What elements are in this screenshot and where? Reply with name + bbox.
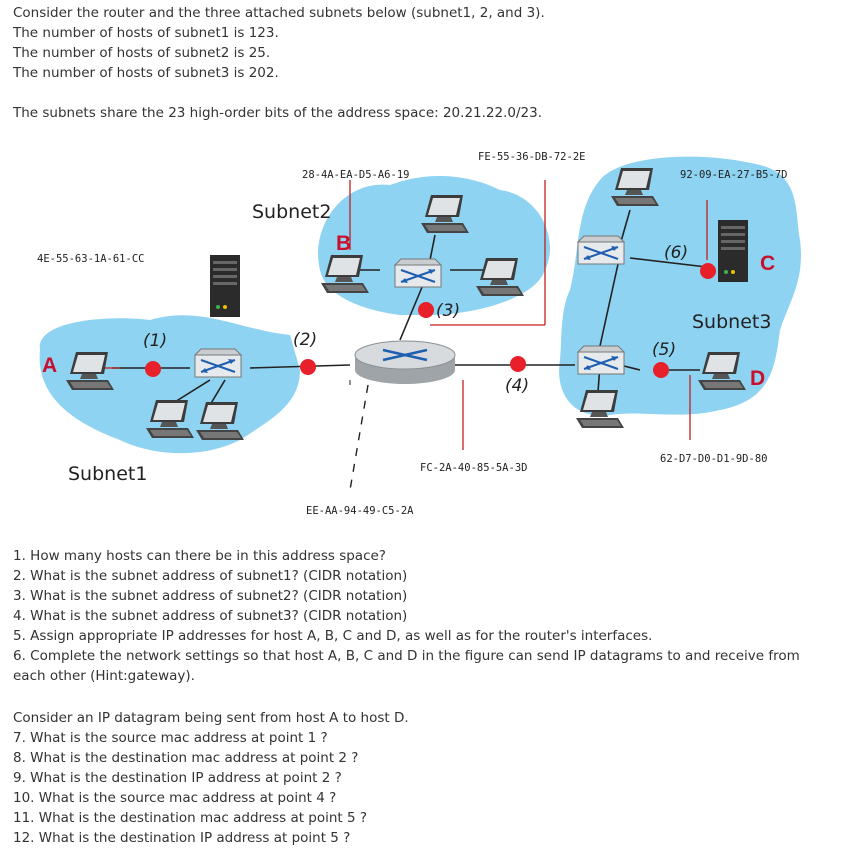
- mac-router-if3: FE-55-36-DB-72-2E: [478, 151, 585, 163]
- question-3: 3. What is the subnet address of subnet2…: [13, 588, 408, 604]
- intro-line-4: The number of hosts of subnet3 is 202.: [13, 65, 279, 81]
- subnet3-upper-switch-icon: [577, 235, 625, 265]
- point-2-marker: [300, 359, 316, 375]
- measurement-points: [145, 263, 716, 378]
- point-5-marker: [653, 362, 669, 378]
- intro-line-1: Consider the router and the three attach…: [13, 5, 545, 21]
- question-7: 7. What is the source mac address at poi…: [13, 730, 328, 746]
- question-1: 1. How many hosts can there be in this a…: [13, 548, 386, 564]
- mac-host-c: 92-09-EA-27-B5-7D: [680, 169, 787, 181]
- point-4-label: (4): [505, 376, 529, 396]
- intro-line-5: The subnets share the 23 high-order bits…: [13, 105, 542, 121]
- subnet3-label: Subnet3: [692, 311, 771, 333]
- point-2-label: (2): [293, 330, 317, 350]
- datagram-intro: Consider an IP datagram being sent from …: [13, 710, 409, 726]
- mac-host-a: 4E-55-63-1A-61-CC: [37, 253, 144, 265]
- subnet1-switch-icon: [194, 348, 242, 378]
- question-11: 11. What is the destination mac address …: [13, 810, 368, 826]
- host-c-server-icon: [718, 220, 748, 282]
- question-9: 9. What is the destination IP address at…: [13, 770, 342, 786]
- host-c-letter: C: [760, 252, 775, 275]
- intro-line-3: The number of hosts of subnet2 is 25.: [13, 45, 271, 61]
- question-10: 10. What is the source mac address at po…: [13, 790, 337, 806]
- question-6: 6. Complete the network settings so that…: [13, 648, 800, 684]
- point-3-marker: [418, 302, 434, 318]
- router-if2-leader: [349, 384, 369, 491]
- router-icon: [354, 340, 456, 384]
- mac-router-if2: EE-AA-94-49-C5-2A: [306, 505, 414, 517]
- subnet2-switch-icon: [394, 258, 442, 288]
- point-6-marker: [700, 263, 716, 279]
- subnet2-label: Subnet2: [252, 201, 331, 223]
- point-6-label: (6): [664, 243, 688, 263]
- question-12: 12. What is the destination IP address a…: [13, 830, 351, 846]
- point-3-label: (3): [436, 301, 460, 321]
- mac-host-d: 62-D7-D0-D1-9D-80: [660, 453, 767, 465]
- mac-leader-lines: [95, 180, 708, 450]
- subnet1-server-icon: [210, 255, 240, 317]
- question-2: 2. What is the subnet address of subnet1…: [13, 568, 408, 584]
- question-4: 4. What is the subnet address of subnet3…: [13, 608, 408, 624]
- point-5-label: (5): [652, 340, 676, 360]
- mac-router-if4: FC-2A-40-85-5A-3D: [420, 462, 527, 474]
- subnet3-lower-switch-icon: [577, 345, 625, 375]
- host-b-letter: B: [336, 232, 351, 255]
- network-diagram: (1) (2) (3) (4) (5) (6) Subnet1 Subnet2 …: [37, 151, 801, 517]
- point-1-marker: [145, 361, 161, 377]
- mac-host-b: 28-4A-EA-D5-A6-19: [302, 169, 409, 181]
- point-1-label: (1): [143, 331, 167, 351]
- subnet1-label: Subnet1: [68, 463, 147, 485]
- intro-line-2: The number of hosts of subnet1 is 123.: [13, 25, 279, 41]
- question-5: 5. Assign appropriate IP addresses for h…: [13, 628, 653, 644]
- point-4-marker: [510, 356, 526, 372]
- host-a-letter: A: [42, 354, 57, 377]
- host-d-letter: D: [750, 367, 765, 390]
- question-8: 8. What is the destination mac address a…: [13, 750, 359, 766]
